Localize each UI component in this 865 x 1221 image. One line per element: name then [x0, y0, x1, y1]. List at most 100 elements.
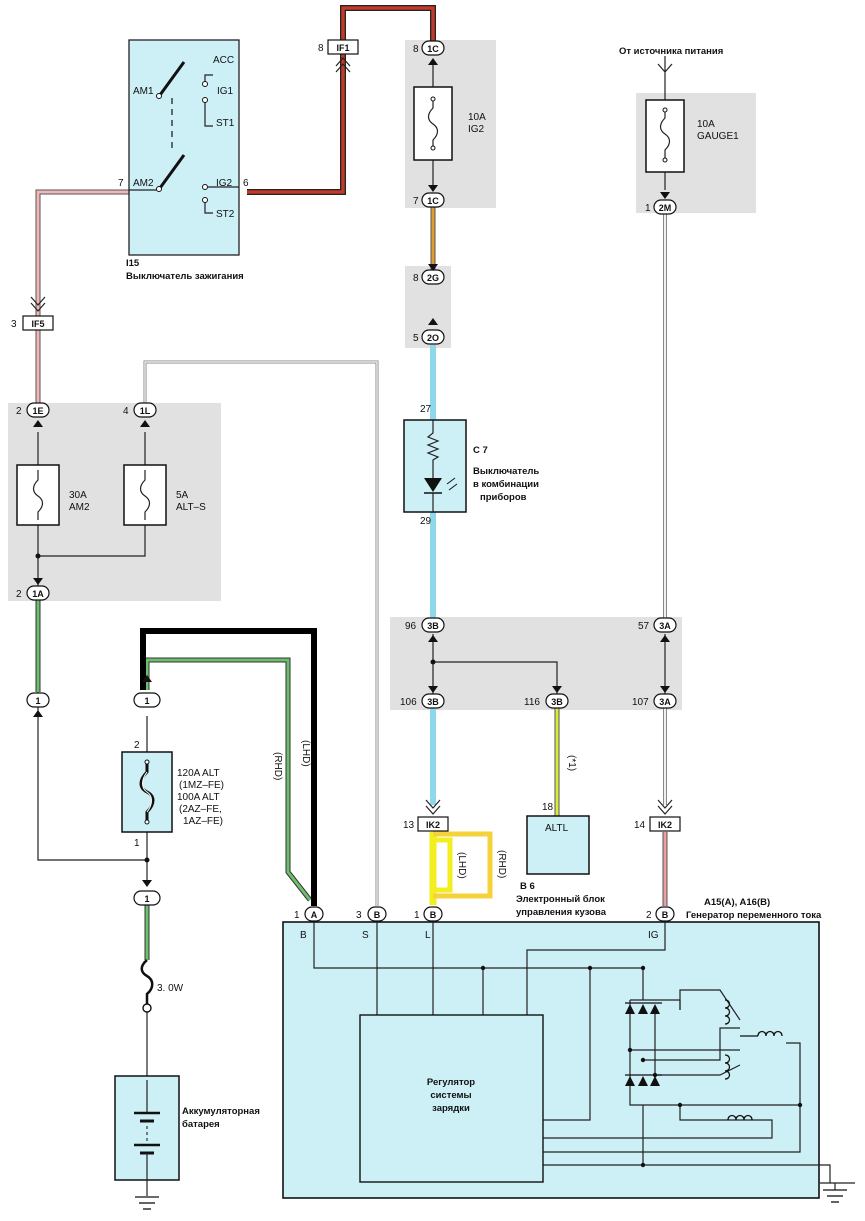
svg-text:GAUGE1: GAUGE1: [697, 131, 739, 142]
connector-1e: 1E 2: [16, 402, 50, 427]
c7-line1: Выключатель: [473, 466, 539, 477]
battery-label-1: Аккумуляторная: [182, 1106, 260, 1117]
connector-3b-116: 3B 116: [524, 686, 569, 709]
svg-text:1: 1: [134, 838, 140, 849]
pin-6-switch: 6: [243, 178, 249, 189]
connector-2m: 2M 1: [645, 192, 677, 215]
svg-text:A: A: [311, 910, 318, 920]
svg-text:B: B: [300, 930, 307, 941]
svg-text:8: 8: [413, 44, 419, 55]
svg-text:3A: 3A: [659, 621, 671, 631]
svg-text:3: 3: [11, 319, 17, 330]
sw-am1-label: AM1: [133, 86, 154, 97]
svg-text:96: 96: [405, 621, 417, 632]
c7-code: C 7: [473, 445, 488, 456]
ground-icon-generator: [820, 1182, 855, 1203]
svg-text:1C: 1C: [427, 44, 439, 54]
svg-text:IK2: IK2: [426, 820, 440, 830]
generator-name: Генератор переменного тока: [686, 910, 822, 921]
ignition-code: I15: [126, 258, 140, 269]
connector-2o: 2O 5: [413, 318, 445, 345]
svg-text:2: 2: [16, 589, 22, 600]
svg-text:1: 1: [414, 910, 420, 921]
svg-text:IF1: IF1: [336, 43, 349, 53]
connector-3a-57: 3A 57: [638, 617, 677, 642]
svg-text:1E: 1E: [32, 406, 43, 416]
pin-7-switch: 7: [118, 178, 124, 189]
svg-text:57: 57: [638, 621, 650, 632]
svg-text:14: 14: [634, 820, 646, 831]
c7-line3: приборов: [480, 492, 527, 503]
svg-text:1: 1: [144, 894, 149, 904]
b6-line2: управления кузова: [516, 907, 607, 918]
alt-fuse-l5: 1AZ–FE): [183, 816, 223, 827]
svg-text:4: 4: [123, 406, 129, 417]
svg-text:B: B: [662, 910, 669, 920]
svg-text:3B: 3B: [427, 621, 439, 631]
label-lhd: (LHD): [300, 740, 311, 767]
combination-meter-c7: 27 29: [403, 404, 467, 527]
connector-3b-106: 3B 106: [400, 686, 445, 709]
svg-text:3B: 3B: [427, 697, 439, 707]
svg-text:1: 1: [645, 203, 651, 214]
svg-text:1: 1: [144, 696, 149, 706]
svg-text:1: 1: [35, 696, 40, 706]
connector-3a-107: 3A 107: [632, 686, 677, 709]
svg-text:2: 2: [16, 406, 22, 417]
svg-text:Регулятор: Регулятор: [427, 1077, 475, 1088]
c7-line2: в комбинации: [473, 479, 539, 490]
charging-regulator: Регулятор системы зарядки: [359, 1014, 544, 1183]
rectifier-diodes: [625, 1002, 662, 1086]
svg-text:1A: 1A: [32, 589, 44, 599]
wire-pink-am2: [35, 189, 133, 408]
svg-text:B: B: [374, 910, 381, 920]
connector-1c-top: 1C 8: [413, 40, 445, 65]
wire-green-rhd: [144, 657, 312, 902]
note-1: (*1): [566, 755, 577, 771]
svg-text:18: 18: [542, 802, 554, 813]
alt-fuse-l3: 100A ALT: [177, 792, 220, 803]
connector-ik2-14: IK2 14: [634, 799, 681, 832]
stator-coils: [724, 999, 783, 1121]
sw-ig1-label: IG1: [217, 86, 234, 97]
wire-red-ig2: [247, 5, 436, 195]
generator-code: A15(A), A16(B): [704, 897, 770, 908]
connector-1-mid: 1: [133, 675, 161, 708]
svg-text:1L: 1L: [140, 406, 151, 416]
power-arrow: [657, 63, 673, 73]
fuse-alts: 5A ALT–S: [123, 464, 206, 526]
svg-text:2G: 2G: [427, 273, 439, 283]
svg-text:5: 5: [413, 333, 419, 344]
svg-text:7: 7: [413, 196, 419, 207]
svg-text:1C: 1C: [427, 196, 439, 206]
connector-if1: IF1 8: [318, 39, 359, 73]
svg-text:8: 8: [413, 273, 419, 284]
label-rhd: (RHD): [272, 752, 283, 780]
connector-3b-96: 3B 96: [405, 617, 445, 642]
svg-text:5A: 5A: [176, 490, 189, 501]
sw-st1-label: ST1: [216, 118, 235, 129]
b6-code: B 6: [520, 881, 535, 892]
svg-text:IK2: IK2: [658, 820, 672, 830]
battery-label-2: батарея: [182, 1119, 220, 1130]
fusible-link: 3. 0W: [140, 959, 184, 1013]
ground-icon-battery: [135, 1196, 159, 1210]
ignition-name: Выключатель зажигания: [126, 271, 244, 282]
svg-text:B: B: [430, 910, 437, 920]
label-rhd-yellow: (RHD): [496, 850, 507, 878]
svg-text:10A: 10A: [468, 112, 486, 123]
battery: [114, 1075, 180, 1181]
svg-text:2: 2: [646, 910, 652, 921]
connector-1c-bot: 1C 7: [413, 185, 445, 208]
svg-text:2: 2: [134, 740, 140, 751]
connector-1-left: 1: [26, 692, 50, 717]
svg-text:IF5: IF5: [31, 319, 44, 329]
wire-yellow-l: [429, 831, 493, 905]
svg-text:13: 13: [403, 820, 415, 831]
svg-text:2O: 2O: [427, 333, 439, 343]
svg-text:L: L: [425, 930, 431, 941]
svg-text:3A: 3A: [659, 697, 671, 707]
svg-text:3B: 3B: [551, 697, 563, 707]
svg-text:ALTL: ALTL: [545, 823, 569, 834]
svg-text:1: 1: [294, 910, 300, 921]
